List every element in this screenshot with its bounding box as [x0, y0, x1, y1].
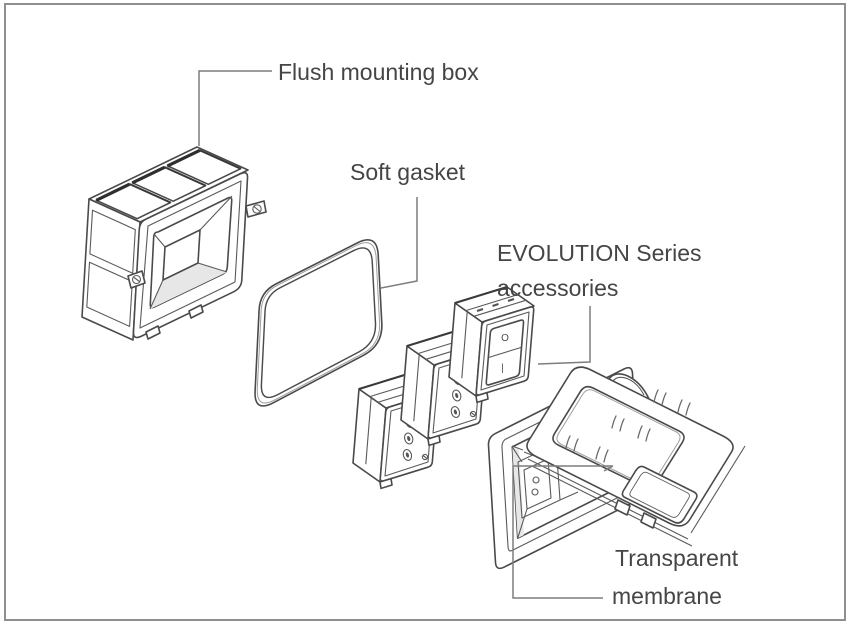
soft-gasket [254, 239, 383, 407]
box-side-compartments [86, 209, 136, 327]
box-knockout [162, 229, 201, 281]
label-membrane-line1: Transparent [615, 545, 739, 571]
leader-accessories [537, 306, 591, 365]
switch-on-mark: | [501, 363, 504, 374]
transparent-membrane-lid [511, 366, 746, 547]
lid-latch [621, 465, 698, 524]
switch-off-mark: O [501, 333, 509, 344]
box-left-face [81, 198, 141, 341]
label-membrane-line2: membrane [612, 583, 722, 609]
box-interior-edges [149, 195, 233, 310]
leader-flush-mounting-box [198, 70, 272, 146]
label-accessories-line2: accessories [497, 275, 618, 301]
leader-lines [198, 70, 614, 599]
gasket-ring-outer [254, 239, 383, 407]
gasket-ring-hole [260, 247, 377, 399]
box-top-compartments [95, 148, 242, 220]
box-foot [145, 325, 161, 340]
gasket-highlight [256, 242, 381, 404]
leader-transparent-membrane [512, 465, 614, 599]
label-flush-mounting-box: Flush mounting box [278, 59, 479, 85]
lid-hinge-cover [608, 373, 650, 400]
leader-soft-gasket [380, 197, 418, 289]
label-soft-gasket: Soft gasket [350, 159, 466, 185]
evolution-accessories: O | [352, 286, 535, 490]
lid-rim [527, 445, 746, 547]
screw-icon [252, 204, 262, 214]
lid-latch-handle [629, 471, 690, 518]
box-foot [188, 304, 204, 319]
flush-mounting-box [81, 146, 267, 341]
screw-icon [131, 274, 142, 285]
lid-snap-tab [614, 499, 631, 516]
lid-snap-tab [640, 512, 657, 529]
labels: Flush mounting box Soft gasket EVOLUTION… [278, 59, 739, 609]
membrane-reflections [565, 389, 691, 463]
box-screw-tab-right [245, 200, 267, 218]
box-screw-tab-bottom [127, 270, 146, 289]
label-accessories-line1: EVOLUTION Series [497, 240, 702, 266]
switch-terminals [476, 297, 515, 313]
switch-module: O | [448, 286, 535, 404]
